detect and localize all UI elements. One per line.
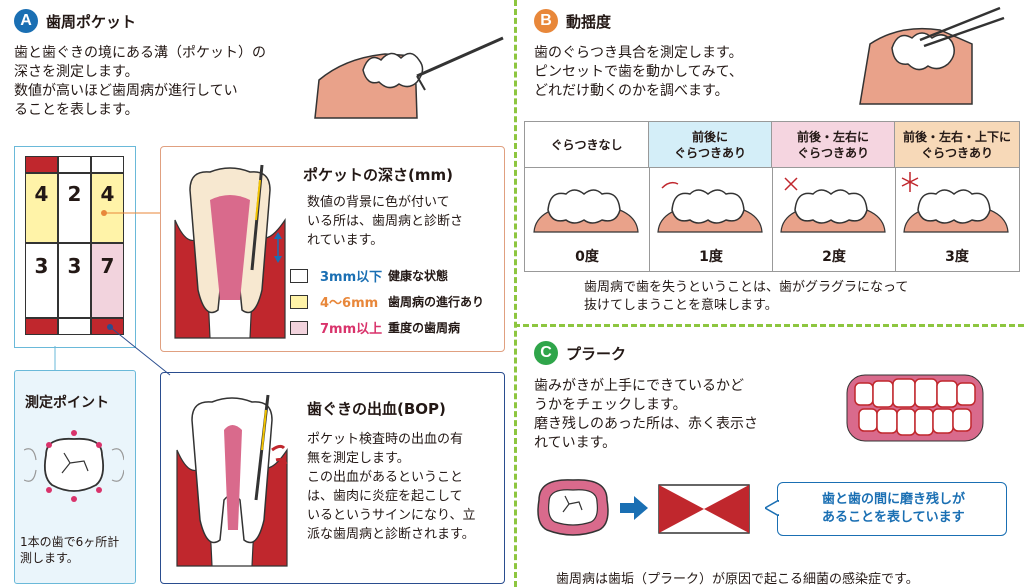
vertical-divider — [514, 0, 517, 587]
mobility-degree-3: 3度 — [945, 249, 969, 265]
mobility-head-0: ぐらつきなし — [525, 122, 649, 168]
plaque-footer: 歯周病は歯垢（プラーク）が原因で起こる細菌の感染症です。 — [556, 572, 919, 587]
chart-cell-bottom-2: 3 — [58, 243, 91, 318]
plaque-tooth-icon — [537, 479, 609, 536]
measurement-points-title: 測定ポイント — [25, 395, 109, 411]
legend-progressing: 4～6mm 歯周病の進行あり — [290, 292, 484, 311]
bop-title: 歯ぐきの出血(BOP) — [307, 400, 446, 418]
chart-top-marker-mid — [58, 156, 91, 173]
mobility-teeth-illustrations — [533, 172, 1009, 233]
mobility-head-2: 前後・左右にぐらつきあり — [772, 122, 895, 168]
arrow-right-icon — [620, 496, 648, 520]
section-b-description: 歯のぐらつき具合を測定します。ピンセットで歯を動かしてみて、どれだけ動くのかを調… — [534, 45, 743, 99]
section-a-badge: A — [14, 9, 38, 33]
tooth-icon-3 — [901, 172, 1009, 233]
mobility-head-1: 前後にぐらつきあり — [649, 122, 772, 168]
mobility-head-3: 前後・左右・上下にぐらつきあり — [895, 122, 1019, 168]
plaque-teeth-illustration — [846, 374, 984, 442]
chart-bottom-marker-mid — [58, 318, 91, 335]
chart-cell-bottom-3: 7 — [91, 243, 124, 318]
tooth-top-view-icon — [24, 430, 124, 502]
pocket-depth-title: ポケットの深さ(mm) — [303, 166, 453, 184]
section-c-badge: C — [534, 341, 558, 365]
probe-illustration — [314, 36, 504, 119]
chart-bottom-marker-left — [25, 318, 58, 335]
mobility-table: ぐらつきなし 前後にぐらつきあり 前後・左右にぐらつきあり 前後・左右・上下にぐ… — [524, 121, 1020, 272]
legend-healthy: 3mm以下 健康な状態 — [290, 266, 448, 285]
mobility-degree-0: 0度 — [575, 249, 599, 265]
tooth-icon-2 — [780, 177, 886, 233]
plaque-callout: 歯と歯の間に磨き残しがあることを表しています — [777, 482, 1007, 536]
chart-bottom-marker-right — [91, 318, 124, 335]
tooth-icon-0 — [533, 189, 639, 233]
mobility-note: 歯周病で歯を失うということは、歯がグラグラになって抜けてしまうことを意味します。 — [584, 280, 909, 313]
measurement-points-note: 1本の歯で6ヶ所計測します。 — [20, 535, 120, 565]
section-c-title: プラーク — [566, 345, 627, 363]
bleeding-tooth-illustration — [176, 394, 288, 567]
chart-top-marker-right — [91, 156, 124, 173]
section-b-title: 動揺度 — [566, 13, 612, 31]
section-a-title: 歯周ポケット — [46, 13, 137, 31]
section-c-description: 歯みがきが上手にできているかどうかをチェックします。磨き残しのあった所は、赤く表… — [534, 378, 758, 451]
mobility-degree-2: 2度 — [822, 249, 846, 265]
section-a-description: 歯と歯ぐきの境にある溝（ポケット）の深さを測定します。数値が高いほど歯周病が進行… — [14, 45, 266, 118]
bop-box — [160, 372, 505, 584]
chart-top-marker-left — [25, 156, 58, 173]
chart-cell-bottom-1: 3 — [25, 243, 58, 318]
bop-description: ポケット検査時の出血の有無を測定します。この出血があるということは、歯肉に炎症を… — [307, 432, 476, 542]
pocket-depth-description: 数値の背景に色が付いている所は、歯周病と診断されています。 — [307, 195, 464, 248]
callout-tail — [765, 500, 779, 516]
chart-cell-top-2: 2 — [58, 173, 91, 243]
section-b-badge: B — [534, 9, 558, 33]
legend-severe: 7mm以上 重度の歯周病 — [290, 318, 460, 337]
plaque-chart-icon — [658, 484, 750, 534]
tooth-icon-1 — [657, 181, 763, 233]
tweezers-illustration — [859, 6, 1005, 105]
mobility-degree-1: 1度 — [699, 249, 723, 265]
pocket-chart-frame — [14, 146, 136, 348]
tooth-probe-illustration — [174, 164, 286, 339]
horizontal-divider — [514, 324, 1024, 327]
chart-cell-top-1: 4 — [25, 173, 58, 243]
chart-cell-top-3: 4 — [91, 173, 124, 243]
